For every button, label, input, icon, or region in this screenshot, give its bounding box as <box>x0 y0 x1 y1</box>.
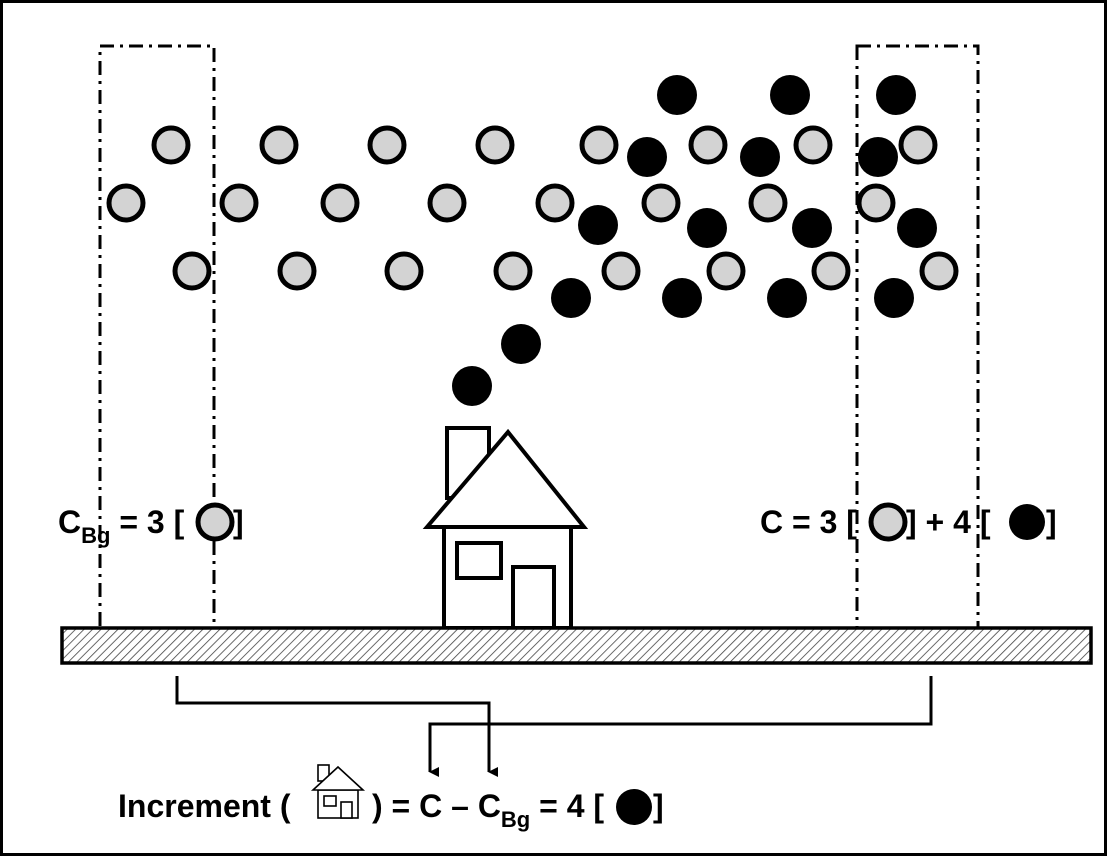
house-door <box>511 565 556 630</box>
emission-particle <box>876 75 916 115</box>
emission-particle <box>657 75 697 115</box>
emission-particle <box>501 324 541 364</box>
background-connector <box>175 676 498 777</box>
background-particle <box>172 251 212 291</box>
background-particle <box>856 183 896 223</box>
emission-particle <box>897 208 937 248</box>
background-concentration-label: CBg = 3 [ ] <box>58 502 244 548</box>
background-particle <box>427 183 467 223</box>
background-particle <box>259 125 299 165</box>
emission-particle <box>662 278 702 318</box>
background-particle <box>919 251 959 291</box>
background-particle <box>106 183 146 223</box>
gray-particle-icon <box>195 502 235 542</box>
small-house-icon <box>310 764 366 819</box>
background-particle <box>367 125 407 165</box>
emission-particle <box>551 278 591 318</box>
measured-concentration-label: C = 3 [ ] + 4 [ ] <box>760 502 1057 542</box>
background-particle <box>706 251 746 291</box>
emission-particle <box>767 278 807 318</box>
background-particle <box>493 251 533 291</box>
background-particle <box>277 251 317 291</box>
emission-particle <box>874 278 914 318</box>
emission-particle <box>452 366 492 406</box>
emission-particle <box>578 205 618 245</box>
svg-text:]: ] <box>233 504 244 540</box>
background-particle <box>601 251 641 291</box>
background-particle <box>579 125 619 165</box>
emission-particle <box>627 137 667 177</box>
emission-particle <box>858 137 898 177</box>
house-roof <box>422 428 589 529</box>
background-particle <box>748 183 788 223</box>
house-icon <box>422 426 589 630</box>
emission-particle <box>770 75 810 115</box>
ground-icon <box>60 626 1093 665</box>
emission-particle <box>740 137 780 177</box>
svg-text:]: ] <box>1046 504 1057 540</box>
gray-particle-icon <box>868 502 908 542</box>
background-particle <box>151 125 191 165</box>
background-particle <box>793 125 833 165</box>
increment-formula: Increment ( ) = C – CBg = 4 [ ] <box>118 764 664 832</box>
background-particle <box>688 125 728 165</box>
svg-text:CBg = 3 [: CBg = 3 [ <box>58 504 185 548</box>
svg-text:] + 4 [: ] + 4 [ <box>906 504 991 540</box>
svg-text:C = 3 [: C = 3 [ <box>760 504 857 540</box>
background-particle <box>641 183 681 223</box>
background-particle <box>219 183 259 223</box>
svg-text:]: ] <box>653 788 664 824</box>
svg-text:Increment (: Increment ( <box>118 788 291 824</box>
emission-particle <box>792 208 832 248</box>
house-window <box>455 541 503 580</box>
particle-field <box>106 75 959 406</box>
black-particle-icon <box>616 789 652 825</box>
emission-particle <box>687 208 727 248</box>
background-particle <box>811 251 851 291</box>
background-particle <box>535 183 575 223</box>
subtraction-connectors <box>175 676 933 777</box>
background-particle <box>898 125 938 165</box>
measurement-connector <box>428 676 933 777</box>
background-particle <box>320 183 360 223</box>
background-particle <box>384 251 424 291</box>
black-particle-icon <box>1009 504 1045 540</box>
svg-text:) = C – CBg = 4 [: ) = C – CBg = 4 [ <box>372 788 604 832</box>
background-particle <box>475 125 515 165</box>
